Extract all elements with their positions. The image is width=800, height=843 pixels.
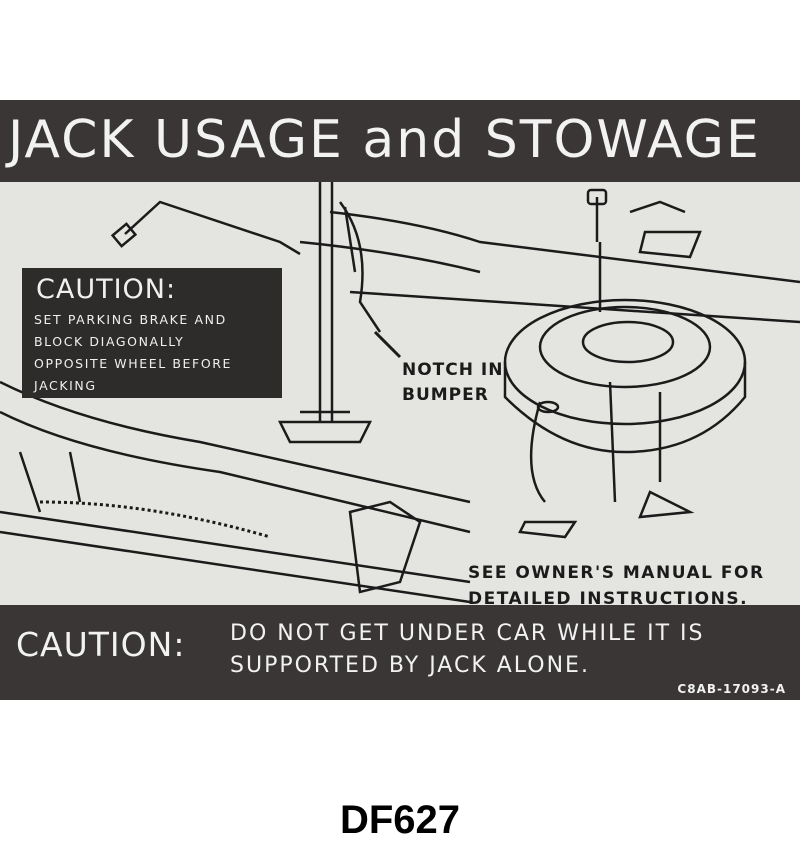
product-sku: DF627 [339,798,461,842]
manual-line: SEE OWNER'S MANUAL FOR [468,563,765,583]
jack-handle [124,200,301,256]
decal-title: JACK USAGE and STOWAGE [8,110,761,170]
notch-label: NOTCH IN BUMPER [402,358,503,408]
footer-caution-heading: CAUTION: [16,625,186,664]
caution-box: CAUTION: SET PARKING BRAKE AND BLOCK DIA… [22,268,282,398]
notch-line: NOTCH IN [402,360,504,380]
jack-decal: JACK USAGE and STOWAGE CAUTION: SET PA [0,100,800,700]
caution-line: OPPOSITE WHEEL BEFORE [34,356,233,371]
footer-line: DO NOT GET UNDER CAR WHILE IT IS [230,621,705,646]
caution-heading: CAUTION: [36,274,177,305]
part-number: C8AB-17093-A [677,682,786,696]
manual-line: DETAILED INSTRUCTIONS. [468,589,749,609]
footer-line: SUPPORTED BY JACK ALONE. [230,653,590,678]
jack-illustration [0,182,800,604]
manual-note: SEE OWNER'S MANUAL FOR DETAILED INSTRUCT… [468,560,765,612]
caution-line: BLOCK DIAGONALLY [34,334,185,349]
caution-line: JACKING [34,378,97,393]
jack-post [318,182,334,422]
caution-line: SET PARKING BRAKE AND [34,312,227,327]
decal-header: JACK USAGE and STOWAGE [0,100,800,182]
notch-line: BUMPER [402,385,489,405]
decal-footer: CAUTION: DO NOT GET UNDER CAR WHILE IT I… [0,605,800,700]
